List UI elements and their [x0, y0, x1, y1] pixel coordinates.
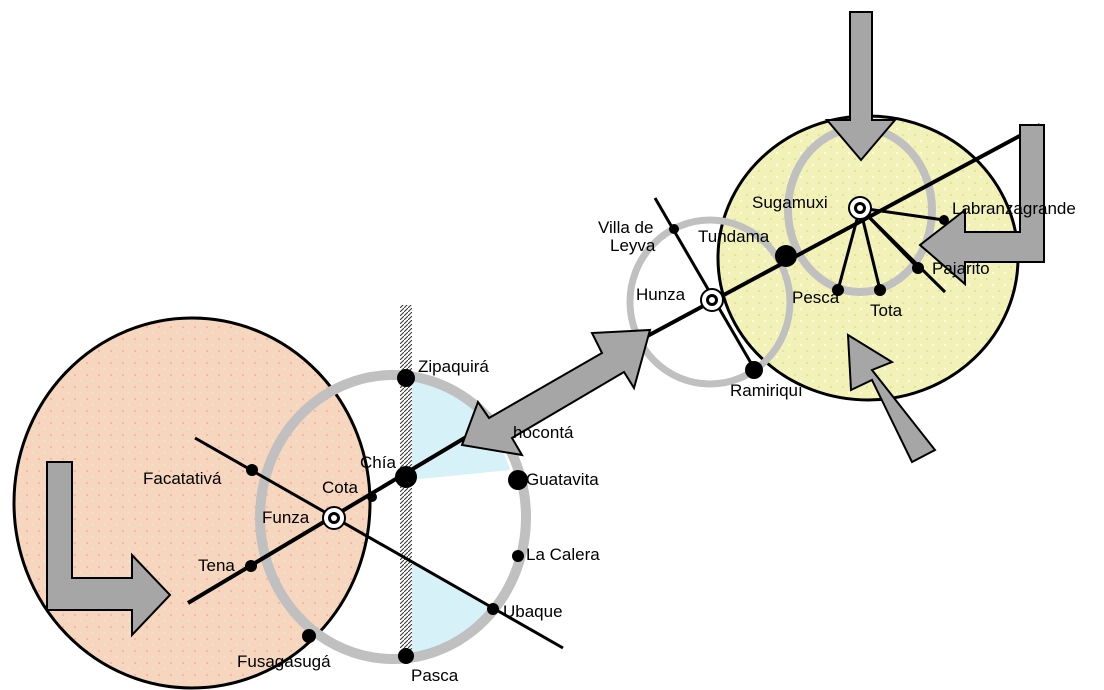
town-label-ubaque: Ubaque — [503, 602, 563, 621]
town-label-funza: Funza — [262, 508, 310, 527]
town-label-choconta: hocontá — [513, 423, 574, 442]
bent-arrow-right-icon — [918, 124, 1045, 287]
town-label-sugamuxi: Sugamuxi — [752, 193, 828, 212]
down-arrow-icon — [824, 11, 898, 162]
town-label-guatavita: Guatavita — [526, 470, 599, 489]
hunza-ring — [626, 216, 794, 388]
town-label-tota: Tota — [870, 301, 903, 320]
town-label-pasca: Pasca — [411, 666, 459, 685]
town-label-tena: Tena — [198, 556, 235, 575]
town-label-pajarito: Pajarito — [932, 259, 990, 278]
town-label-facatativa: Facatativá — [143, 469, 222, 488]
town-label-zipaquira: Zipaquirá — [418, 357, 489, 376]
left-gray-ring — [255, 370, 531, 664]
bent-arrow-left-icon — [46, 461, 172, 638]
town-label-villa-de-leyva-2: Leyva — [610, 236, 656, 255]
town-label-ramiriqui: Ramiriquí — [730, 381, 803, 400]
town-label-labranzagrande: Labranzagrande — [952, 199, 1076, 218]
funza-hub — [322, 506, 346, 530]
town-label-cota: Cota — [322, 478, 358, 497]
town-label-la-calera: La Calera — [526, 545, 600, 564]
town-label-pesca: Pesca — [792, 288, 840, 307]
double-arrow-icon — [460, 328, 652, 457]
town-label-tundama: Tundama — [698, 227, 770, 246]
diagonal-arrow-icon — [846, 333, 937, 464]
town-label-fusagasuga: Fusagasugá — [237, 652, 331, 671]
town-label-chia: Chía — [360, 453, 396, 472]
sugamuxi-hub — [848, 196, 872, 220]
left-nodes — [245, 369, 528, 664]
hunza-hub — [700, 288, 724, 312]
town-label-villa-de-leyva-1: Villa de — [598, 218, 653, 237]
overlap-area-bottom — [410, 560, 495, 655]
right-nodes — [669, 215, 949, 379]
gray-arrows — [46, 11, 1045, 638]
town-label-hunza: Hunza — [636, 285, 686, 304]
